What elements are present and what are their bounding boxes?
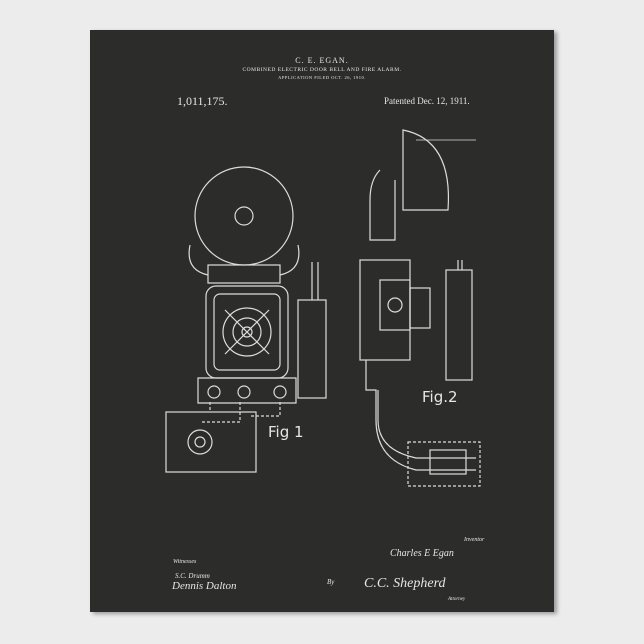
fig1-label: Fig 1 bbox=[268, 423, 304, 441]
fig2-label: Fig.2 bbox=[422, 388, 458, 406]
by-label: By bbox=[327, 578, 334, 586]
patent-poster: C. E. EGAN. COMBINED ELECTRIC DOOR BELL … bbox=[90, 30, 554, 612]
inventor-label: Inventor bbox=[464, 537, 484, 543]
attorney-label: Attorney bbox=[448, 597, 465, 602]
witnesses-label: Witnesses bbox=[173, 559, 196, 565]
attorney-signature: C.C. Shepherd bbox=[364, 576, 446, 592]
witness-2: Dennis Dalton bbox=[172, 580, 236, 592]
patent-drawing bbox=[90, 30, 554, 612]
inventor-signature: Charles E Egan bbox=[390, 548, 454, 559]
witness-1: S.C. Drumm bbox=[175, 572, 210, 580]
